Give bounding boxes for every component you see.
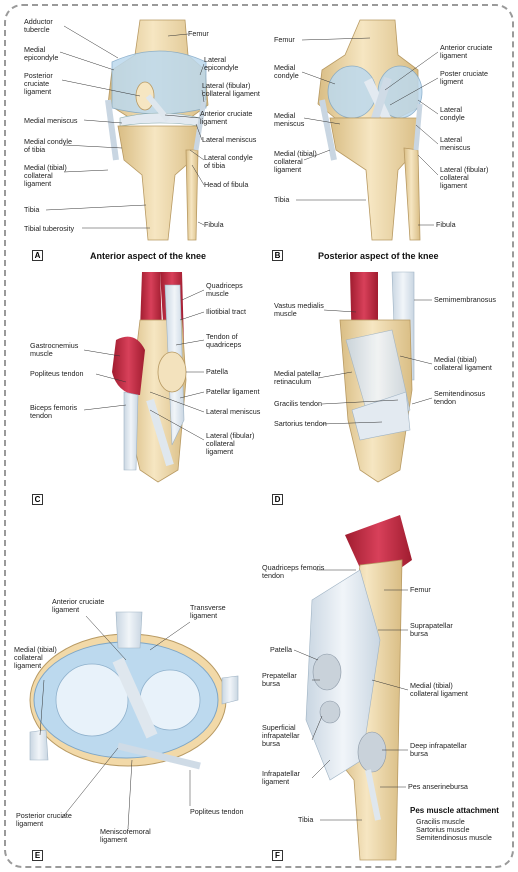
label-lateral-meniscus: Lateral meniscus xyxy=(202,136,256,144)
label-vastus-medialis-muscle: Vastus medialis muscle xyxy=(274,302,324,318)
caption-anterior-aspect: Anterior aspect of the knee xyxy=(90,251,206,261)
panel-e-drawing xyxy=(30,612,238,766)
panel-a-drawing xyxy=(108,20,208,240)
label-quadriceps-femoris-tendon: Quadriceps femoris tendon xyxy=(262,564,324,580)
label-sartorius-tendon: Sartorius tendon xyxy=(274,420,327,428)
label-medial-condyle: Medial condyle xyxy=(274,64,299,80)
label-deep-infrapatellar-bursa: Deep infrapatellar bursa xyxy=(410,742,467,758)
label-meniscofemoral-ligament: Meniscofemoral ligament xyxy=(100,828,151,844)
label-gastrocnemius-muscle: Gastrocnemius muscle xyxy=(30,342,78,358)
panel-letter-c: C xyxy=(32,494,43,505)
label-lateral-meniscus: Lateral meniscus xyxy=(440,136,470,152)
pes-muscle-attachment-title: Pes muscle attachment xyxy=(410,806,499,815)
label-fibula: Fibula xyxy=(204,221,224,229)
label-medial-meniscus: Medial meniscus xyxy=(274,112,304,128)
label-quadriceps-muscle: Quadriceps muscle xyxy=(206,282,243,298)
label-biceps-femoris-tendon: Biceps femoris tendon xyxy=(30,404,77,420)
label-tibia: Tibia xyxy=(274,196,289,204)
label-gracilis-tendon: Gracilis tendon xyxy=(274,400,322,408)
label-fibula: Fibula xyxy=(436,221,456,229)
label-suprapatellar-bursa: Suprapatellar bursa xyxy=(410,622,453,638)
label-lateral-condyle-tibia: Lateral condyle of tibia xyxy=(204,154,253,170)
label-lateral-collateral-ligament: Lateral (fibular) collateral ligament xyxy=(202,82,260,98)
label-tendon-of-quadriceps: Tendon of quadriceps xyxy=(206,333,241,349)
label-tibial-tuberosity: Tibial tuberosity xyxy=(24,225,74,233)
label-lateral-collateral-ligament: Lateral (fibular) collateral ligament xyxy=(206,432,254,456)
label-medial-patellar-retinaculum: Medial patellar retinaculum xyxy=(274,370,321,386)
label-patella: Patella xyxy=(270,646,292,654)
label-femur: Femur xyxy=(410,586,431,594)
label-lateral-collateral-ligament: Lateral (fibular) collateral ligament xyxy=(440,166,488,190)
label-anterior-cruciate-ligament: Anterior cruciate ligament xyxy=(200,110,252,126)
label-medial-meniscus: Medial meniscus xyxy=(24,117,78,125)
label-medial-collateral-ligament: Medial (tibial) collateral ligament xyxy=(24,164,67,188)
label-lateral-meniscus: Lateral meniscus xyxy=(206,408,260,416)
label-semitendinosus-tendon: Semitendinosus tendon xyxy=(434,390,485,406)
label-adductor-tubercle: Adductor tubercle xyxy=(24,18,53,34)
label-iliotibial-tract: Iliotibial tract xyxy=(206,308,246,316)
label-medial-condyle-tibia: Medial condyle of tibia xyxy=(24,138,72,154)
label-medial-collateral-ligament: Medial (tibial) collateral ligament xyxy=(14,646,57,670)
label-posterior-cruciate-ligament: Poster cruciate ligment xyxy=(440,70,488,86)
label-semimembranosus: Semimembranosus xyxy=(434,296,496,304)
panel-d-drawing xyxy=(340,272,414,482)
label-tibia: Tibia xyxy=(24,206,39,214)
label-medial-collateral-ligament: Medial (tibial) collateral ligament xyxy=(434,356,492,372)
label-medial-epicondyle: Medial epicondyle xyxy=(24,46,58,62)
label-prepatellar-bursa: Prepatellar bursa xyxy=(262,672,297,688)
pes-muscle-list: Gracilis muscle Sartorius muscle Semiten… xyxy=(416,818,492,842)
panel-letter-b: B xyxy=(272,250,283,261)
label-popliteus-tendon: Popliteus tendon xyxy=(30,370,84,378)
label-anterior-cruciate-ligament: Anterior cruciate ligament xyxy=(52,598,104,614)
label-pes-anserine-bursa: Pes anserinebursa xyxy=(408,783,468,791)
panel-b-drawing xyxy=(318,20,422,240)
panel-c-drawing xyxy=(112,272,186,482)
caption-posterior-aspect: Posterior aspect of the knee xyxy=(318,251,439,261)
label-lateral-condyle: Lateral condyle xyxy=(440,106,465,122)
label-head-of-fibula: Head of fibula xyxy=(204,181,248,189)
label-femur: Femur xyxy=(188,30,209,38)
label-patella: Patella xyxy=(206,368,228,376)
label-popliteus-tendon: Popliteus tendon xyxy=(190,808,244,816)
label-medial-collateral-ligament: Medial (tibial) collateral ligament xyxy=(274,150,317,174)
label-medial-collateral-ligament: Medial (tibial) collateral ligament xyxy=(410,682,468,698)
panel-letter-f: F xyxy=(272,850,283,861)
label-posterior-cruciate-ligament: Posterior cruciate ligament xyxy=(16,812,72,828)
label-tibia: Tibia xyxy=(298,816,313,824)
panel-letter-e: E xyxy=(32,850,43,861)
label-femur: Femur xyxy=(274,36,295,44)
label-transverse-ligament: Transverse ligament xyxy=(190,604,226,620)
label-anterior-cruciate-ligament: Anterior cruciate ligament xyxy=(440,44,492,60)
label-lateral-epicondyle: Lateral epicondyle xyxy=(204,56,238,72)
panel-letter-a: A xyxy=(32,250,43,261)
label-superficial-infrapatellar-bursa: Superficial infrapatellar bursa xyxy=(262,724,300,748)
label-posterior-cruciate-ligament: Posterior cruciate ligament xyxy=(24,72,53,96)
label-patellar-ligament: Patellar ligament xyxy=(206,388,260,396)
label-infrapatellar-ligament: Infrapatellar ligament xyxy=(262,770,300,786)
panel-letter-d: D xyxy=(272,494,283,505)
